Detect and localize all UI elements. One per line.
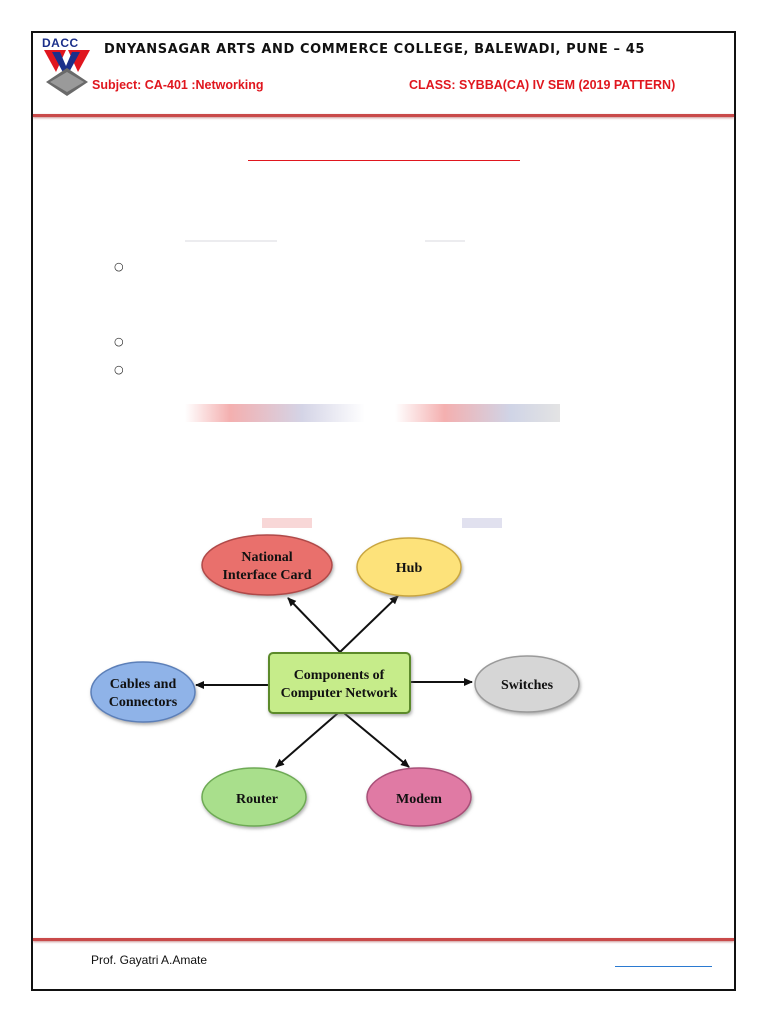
nic-label-line-1: National bbox=[241, 550, 292, 565]
center-label-line-2: Computer Network bbox=[281, 686, 398, 701]
node-router: Router bbox=[201, 767, 307, 827]
title-underline bbox=[248, 160, 520, 161]
watermark-band bbox=[395, 404, 560, 422]
router-label: Router bbox=[236, 792, 278, 807]
center-node: Components of Computer Network bbox=[268, 652, 411, 714]
logo-text: DACC bbox=[42, 36, 79, 50]
college-name: DNYANSAGAR ARTS AND COMMERCE COLLEGE, BA… bbox=[104, 42, 646, 57]
arrow-to-nic bbox=[287, 597, 341, 653]
bullet-marker: ○ bbox=[114, 260, 124, 273]
modem-label: Modem bbox=[396, 792, 442, 807]
center-label-line-1: Components of bbox=[294, 668, 385, 683]
node-cables: Cables and Connectors bbox=[90, 661, 196, 723]
college-logo bbox=[44, 50, 90, 96]
bullet-marker: ○ bbox=[114, 335, 124, 348]
subject-line: Subject: CA-401 :Networking bbox=[92, 78, 264, 92]
arrow-to-modem bbox=[343, 712, 410, 768]
hub-label: Hub bbox=[396, 561, 423, 576]
page-frame bbox=[31, 31, 736, 991]
watermark-band bbox=[262, 518, 312, 528]
watermark-band bbox=[185, 404, 365, 422]
node-hub: Hub bbox=[356, 537, 462, 597]
footer-link[interactable] bbox=[615, 966, 712, 967]
nic-label-line-2: Interface Card bbox=[222, 568, 311, 583]
arrow-to-router bbox=[275, 712, 339, 768]
footer-author: Prof. Gayatri A.Amate bbox=[91, 953, 208, 967]
footer-rule bbox=[33, 938, 734, 941]
switches-label: Switches bbox=[501, 678, 554, 693]
class-info: CLASS: SYBBA(CA) IV SEM (2019 PATTERN) bbox=[409, 78, 676, 92]
faint-text bbox=[425, 240, 465, 242]
watermark-band bbox=[462, 518, 502, 528]
cables-label-line-2: Connectors bbox=[109, 695, 178, 710]
faint-text bbox=[185, 240, 277, 242]
cables-label-line-1: Cables and bbox=[110, 677, 177, 692]
arrow-to-hub bbox=[339, 595, 399, 653]
node-nic: National Interface Card bbox=[201, 534, 333, 596]
header-rule bbox=[33, 114, 734, 117]
node-modem: Modem bbox=[366, 767, 472, 827]
bullet-marker: ○ bbox=[114, 363, 124, 376]
node-switches: Switches bbox=[474, 655, 580, 713]
